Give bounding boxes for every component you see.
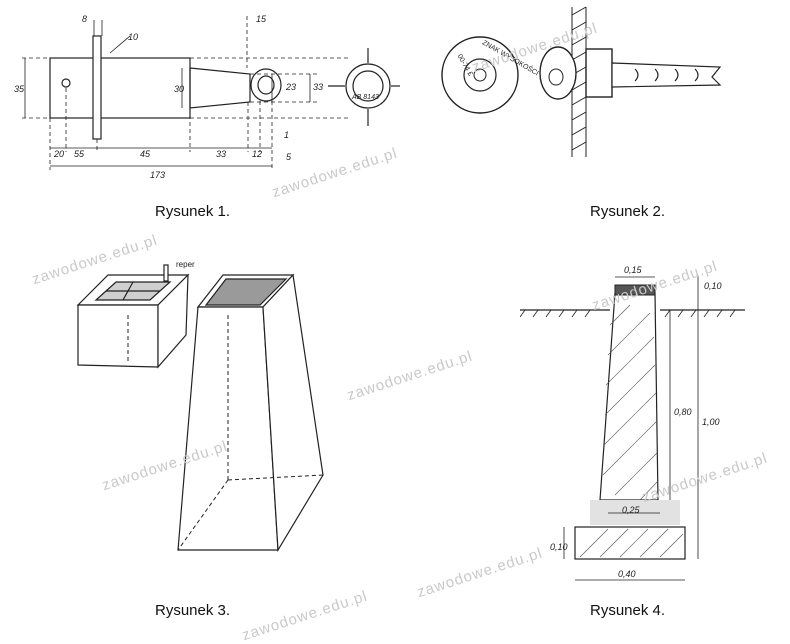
dim-35: 35 (14, 84, 25, 94)
dim-0-15: 0,15 (624, 265, 643, 275)
dim-0-10-top: 0,10 (704, 281, 722, 291)
caption-figure-4: Rysunek 4. (590, 602, 666, 619)
figure-4: 0,15 0,10 0,80 1,00 0,25 0,10 0,40 (519, 255, 780, 595)
dim-8: 8 (82, 14, 87, 24)
dim-15: 15 (256, 14, 267, 24)
marker-label: AB 8143 (351, 94, 379, 101)
reper-label: reper (176, 260, 195, 269)
dim-1-00: 1,00 (702, 417, 720, 427)
dim-55: 55 (74, 149, 85, 159)
dim-173: 173 (150, 170, 165, 180)
watermark: zawodowe.edu.pl (240, 587, 370, 644)
figure-1-drawing: 8 10 15 35 30 23 33 20 55 45 33 12 1 5 1… (14, 14, 406, 180)
caption-figure-1: Rysunek 1. (155, 203, 231, 220)
dim-0-25: 0,25 (622, 505, 641, 515)
caption-figure-2: Rysunek 2. (590, 203, 666, 220)
dim-0-10-base: 0,10 (550, 542, 568, 552)
watermark: zawodowe.edu.pl (345, 347, 475, 405)
dim-0-80: 0,80 (674, 407, 692, 417)
dim-5: 5 (286, 152, 292, 162)
figure-4-drawing: 0,15 0,10 0,80 1,00 0,25 0,10 0,40 (519, 265, 745, 581)
dim-33a: 33 (313, 82, 323, 92)
dim-23: 23 (285, 82, 296, 92)
dim-45: 45 (140, 149, 151, 159)
figure-3: reper (68, 255, 338, 560)
figure-2: ZNAK WYSOKOŚCI 00-74 £ (430, 5, 750, 165)
dim-33b: 33 (216, 149, 226, 159)
figure-1: 8 10 15 35 30 23 33 20 55 45 33 12 1 5 1… (10, 8, 406, 198)
figure-2-drawing: ZNAK WYSOKOŚCI 00-74 £ (441, 6, 722, 157)
dim-10: 10 (128, 32, 138, 42)
dim-12: 12 (252, 149, 262, 159)
dim-30: 30 (174, 84, 184, 94)
dim-1: 1 (284, 130, 289, 140)
figure-3-drawing: reper (76, 260, 324, 552)
dim-20: 20 (53, 149, 64, 159)
caption-figure-3: Rysunek 3. (155, 602, 231, 619)
dim-0-40: 0,40 (618, 569, 636, 579)
